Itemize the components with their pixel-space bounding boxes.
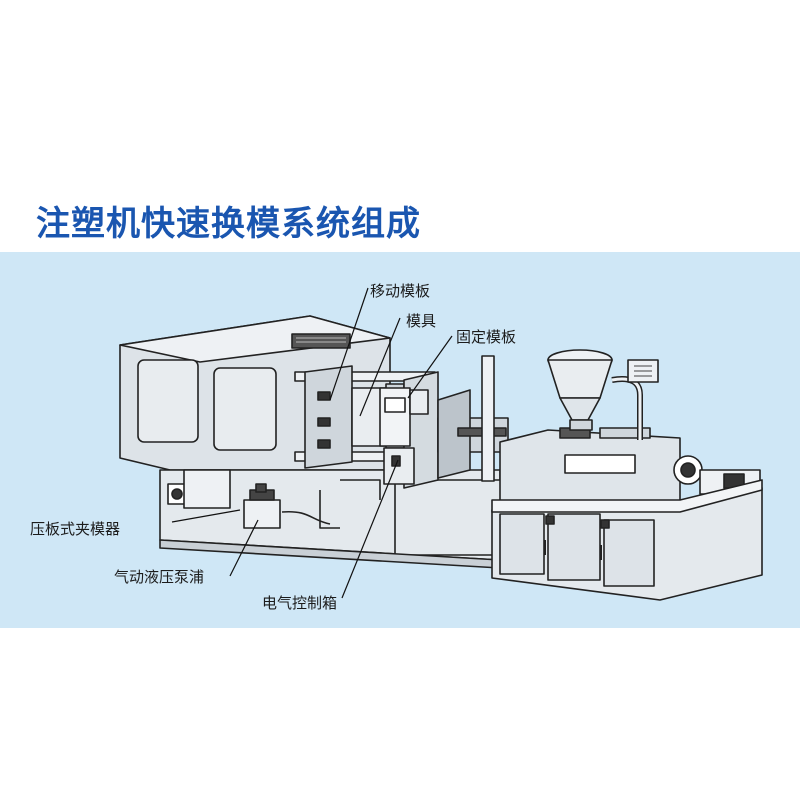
- injection-unit: [499, 427, 761, 511]
- leader-lines: [171, 287, 453, 599]
- label-control-box: 电气控制箱: [262, 594, 338, 612]
- hoses: [281, 479, 381, 529]
- machine-base: [159, 469, 506, 569]
- moving-platen: [304, 365, 353, 469]
- guard-post: [481, 355, 495, 482]
- pneumatic-hydraulic-pump: [243, 483, 281, 529]
- injection-base-cabinet: [491, 479, 763, 601]
- clamp-unit-housing: [119, 315, 391, 471]
- hopper: [547, 349, 659, 440]
- label-clamp: 压板式夹模器: [30, 520, 121, 538]
- injection-nozzle: [437, 389, 509, 479]
- electric-control-box: [379, 387, 429, 447]
- label-mold: 模具: [406, 312, 437, 330]
- label-moving-platen: 移动模板: [370, 282, 431, 300]
- label-fixed-platen: 固定模板: [456, 328, 517, 346]
- page-title: 注塑机快速换模系统组成: [36, 204, 421, 244]
- quick-die-clamp: [167, 469, 231, 509]
- label-pump: 气动液压泵浦: [114, 568, 205, 586]
